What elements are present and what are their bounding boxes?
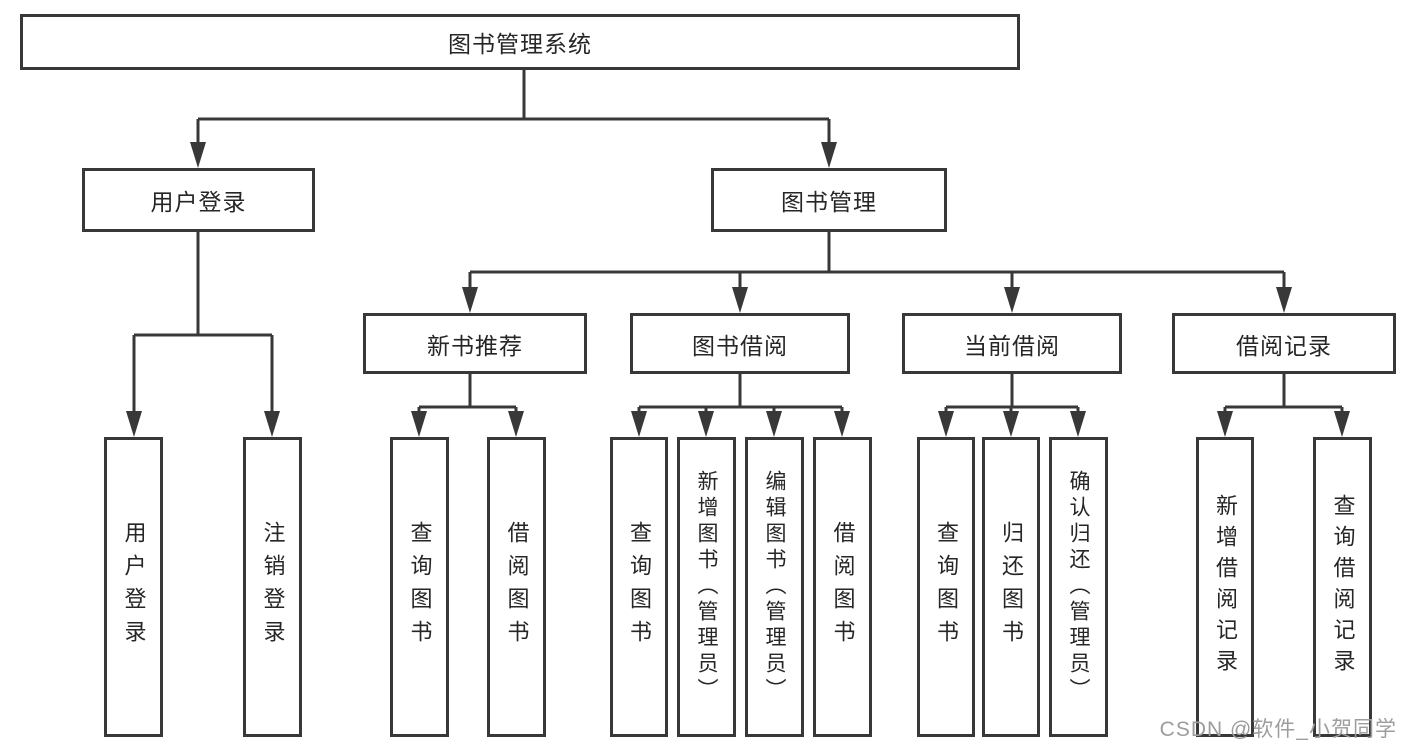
leaf-records-query-record: 查询借阅记录	[1313, 437, 1372, 737]
leaf-current-confirm-return-admin: 确认归还（管理员）	[1049, 437, 1108, 737]
node-label: 借阅图书	[830, 521, 856, 653]
node-label: 查询借阅记录	[1330, 494, 1356, 680]
node-label: 新增图书（管理员）	[695, 470, 718, 704]
node-label: 新书推荐	[427, 332, 523, 359]
node-label: 查询图书	[934, 521, 959, 653]
csdn-watermark: CSDN @软件_小贺同学	[1159, 718, 1397, 741]
leaf-borrow-add-books-admin: 新增图书（管理员）	[677, 437, 736, 737]
node-borrow-records: 借阅记录	[1172, 313, 1396, 374]
leaf-newbook-query-books: 查询图书	[390, 437, 449, 737]
leaf-current-return-books: 归还图书	[982, 437, 1040, 737]
node-new-book-recommend: 新书推荐	[363, 313, 587, 374]
node-label: 确认归还（管理员）	[1067, 470, 1090, 704]
node-label: 新增借阅记录	[1213, 494, 1238, 680]
leaf-logout: 注销登录	[243, 437, 302, 737]
node-label: 图书借阅	[692, 332, 788, 359]
node-label: 注销登录	[260, 521, 286, 653]
leaf-borrow-query-books: 查询图书	[610, 437, 668, 737]
node-label: 编辑图书（管理员）	[763, 470, 786, 704]
node-label: 查询图书	[627, 521, 652, 653]
node-label: 用户登录	[150, 189, 247, 215]
node-label: 图书管理	[781, 189, 877, 215]
node-label: 图书管理系统	[448, 31, 592, 57]
leaf-current-query-books: 查询图书	[917, 437, 975, 737]
node-current-borrow: 当前借阅	[902, 313, 1122, 374]
node-label: 借阅记录	[1236, 332, 1332, 359]
node-label: 借阅图书	[504, 521, 530, 653]
node-label: 归还图书	[999, 521, 1024, 653]
leaf-borrow-borrow-books: 借阅图书	[813, 437, 872, 737]
node-label: 查询图书	[407, 521, 433, 653]
node-book-borrow: 图书借阅	[630, 313, 850, 374]
node-library-system: 图书管理系统	[20, 14, 1020, 70]
node-book-management: 图书管理	[711, 168, 947, 232]
leaf-newbook-borrow-books: 借阅图书	[487, 437, 546, 737]
node-label: 用户登录	[121, 521, 147, 653]
leaf-records-add-record: 新增借阅记录	[1196, 437, 1254, 737]
node-user-login: 用户登录	[82, 168, 315, 232]
node-label: 当前借阅	[964, 332, 1060, 359]
leaf-user-login: 用户登录	[104, 437, 163, 737]
leaf-borrow-edit-books-admin: 编辑图书（管理员）	[745, 437, 804, 737]
